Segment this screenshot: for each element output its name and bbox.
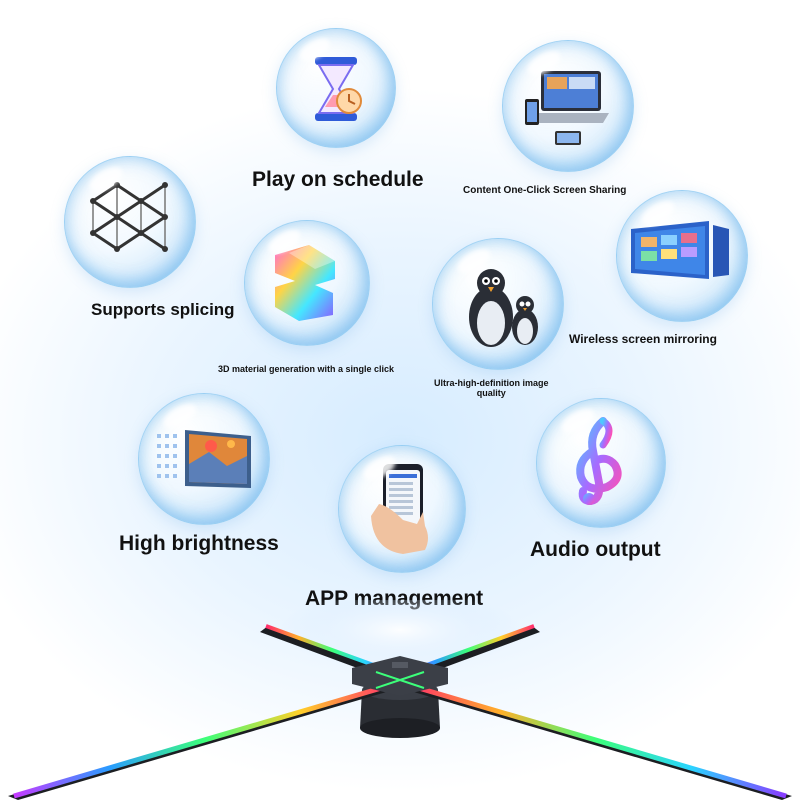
play-on-schedule-label: Play on schedule xyxy=(252,168,424,191)
supports-splicing-label: Supports splicing xyxy=(91,300,235,319)
high-brightness-label: High brightness xyxy=(119,532,279,555)
screens-icon xyxy=(631,221,729,279)
material-3d-label: 3D material generation with a single cli… xyxy=(218,364,395,374)
audio-bubble xyxy=(536,398,666,528)
app-bubble xyxy=(338,445,466,573)
grid-mesh-icon xyxy=(90,182,168,252)
led-panel-icon xyxy=(157,430,251,488)
mirroring-bubble xyxy=(616,190,748,322)
uhd-label-line1: Ultra-high-definition image xyxy=(434,378,549,388)
treble-clef-icon xyxy=(576,417,622,506)
uhd-label: Ultra-high-definition image quality xyxy=(434,378,549,398)
brightness-bubble xyxy=(138,393,270,525)
penguins-image xyxy=(469,269,538,347)
screen-sharing-bubble xyxy=(502,40,634,172)
hourglass-icon xyxy=(315,57,362,121)
3d-shape-icon xyxy=(275,245,335,321)
schedule-bubble xyxy=(276,28,396,148)
screen-sharing-label: Content One-Click Screen Sharing xyxy=(463,185,627,196)
hologram-fan-device xyxy=(8,600,792,800)
uhd-label-line2: quality xyxy=(476,388,506,398)
uhd-bubble xyxy=(432,238,564,370)
wireless-mirroring-label: Wireless screen mirroring xyxy=(569,332,717,346)
material-3d-bubble xyxy=(244,220,370,346)
phone-in-hand-icon xyxy=(371,464,428,554)
laptop-phone-icon xyxy=(525,71,609,145)
audio-output-label: Audio output xyxy=(530,538,661,561)
splicing-bubble xyxy=(64,156,196,288)
